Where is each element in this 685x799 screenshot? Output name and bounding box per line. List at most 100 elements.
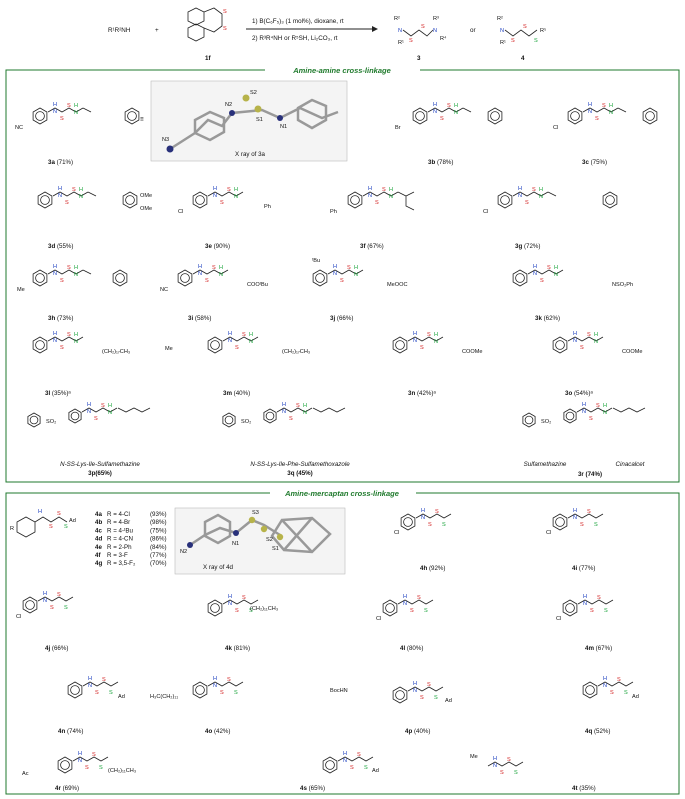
compound-label: 4l (80%) bbox=[400, 645, 423, 652]
nh-hydrogen: H bbox=[249, 332, 253, 338]
svg-text:S: S bbox=[57, 511, 61, 517]
sulfur-atom: S bbox=[589, 416, 593, 422]
compound-label: 3a (71%) bbox=[48, 159, 73, 166]
xray-4d-caption: X ray of 4d bbox=[203, 564, 233, 571]
aryl-ring bbox=[562, 599, 578, 617]
nh-hydrogen: H bbox=[454, 103, 458, 109]
linker-bond bbox=[222, 599, 259, 605]
linker-bond bbox=[567, 513, 604, 519]
linker-bond bbox=[276, 407, 313, 413]
sulfur-atom: S bbox=[242, 332, 246, 338]
linker-bond bbox=[207, 681, 244, 687]
nitrogen-atom: N bbox=[74, 110, 78, 116]
nitrogen-atom: N bbox=[493, 763, 497, 769]
sulfur-atom: S bbox=[67, 265, 71, 271]
sulfur-atom: S bbox=[617, 677, 621, 683]
nitrogen-atom: N bbox=[53, 271, 57, 277]
aromatic-circle bbox=[585, 685, 595, 695]
sulfur-atom: S bbox=[64, 605, 68, 611]
substituent-label: Cl bbox=[178, 209, 183, 215]
nitrogen-atom: N bbox=[603, 683, 607, 689]
sulfur-atom: S bbox=[410, 608, 414, 614]
sulfonyl-label: SO₂ bbox=[241, 419, 251, 425]
nh-hydrogen: H bbox=[421, 508, 425, 514]
nitrogen-atom: N bbox=[518, 193, 522, 199]
aromatic-circle bbox=[555, 340, 565, 350]
compound-label: 4k (81%) bbox=[225, 645, 250, 652]
aromatic-circle bbox=[265, 411, 275, 421]
sulfur-atom: S bbox=[235, 345, 239, 351]
linker-bond bbox=[207, 191, 244, 197]
sulfonyl-label: SO₂ bbox=[541, 419, 551, 425]
aromatic-circle bbox=[395, 340, 405, 350]
sulfur-atom: S bbox=[590, 608, 594, 614]
linker-bond bbox=[327, 269, 364, 275]
sulfur-atom: S bbox=[60, 345, 64, 351]
sulfur-atom: S bbox=[212, 265, 216, 271]
heteroaryl-ring bbox=[222, 412, 236, 428]
product-3-label: 3 bbox=[417, 55, 421, 62]
reaction-scheme: R¹R²NH + S S 1f 1) B(C₆F₅)₃ (1 mol%), di… bbox=[108, 7, 546, 62]
nitrogen-atom: N bbox=[533, 271, 537, 277]
nh-hydrogen: H bbox=[213, 186, 217, 192]
nh-hydrogen: H bbox=[403, 594, 407, 600]
linker-bond bbox=[577, 599, 614, 605]
sulfur-atom: S bbox=[92, 752, 96, 758]
sulfur-atom: S bbox=[587, 332, 591, 338]
tail-ring bbox=[602, 191, 618, 209]
series-substituent: R = 4-ᵗBu bbox=[107, 527, 134, 534]
or-text: or bbox=[470, 27, 476, 34]
nitrogen-atom: N bbox=[53, 109, 57, 115]
compound-label: 3f (67%) bbox=[360, 243, 384, 250]
series-yield: (70%) bbox=[150, 560, 167, 567]
nitrogen-atom: N bbox=[343, 758, 347, 764]
aromatic-circle bbox=[29, 415, 39, 425]
nh-hydrogen: H bbox=[78, 751, 82, 757]
drug-conjugate-name: N-SS-Lys-Ile-Phe-Sulfamethoxazole bbox=[250, 461, 350, 468]
aryl-ring bbox=[177, 269, 193, 287]
compound-label: 3h (73%) bbox=[48, 315, 73, 322]
sulfur-atom: S bbox=[534, 38, 538, 44]
sulfur-atom: S bbox=[65, 200, 69, 206]
linker-bond bbox=[427, 107, 464, 113]
linker-bond bbox=[582, 107, 619, 113]
nh-hydrogen: H bbox=[594, 332, 598, 338]
sulfur-atom: S bbox=[289, 416, 293, 422]
xray-atom-label: S1 bbox=[272, 546, 279, 552]
drug-conjugate-name: Sulfamethazine bbox=[524, 461, 567, 468]
xray-4d-panel: S3 N1 S2 S1 N2 X ray of 4d bbox=[174, 507, 346, 575]
sulfur-atom: S bbox=[624, 690, 628, 696]
adamantyl-label: Ad bbox=[445, 698, 452, 704]
aryl-ring bbox=[192, 681, 208, 699]
aromatic-circle bbox=[315, 273, 325, 283]
aromatic-circle bbox=[570, 111, 580, 121]
series-compound-id: 4g bbox=[95, 560, 102, 567]
aryl-ring bbox=[32, 107, 48, 125]
nh-hydrogen: H bbox=[87, 402, 91, 408]
linker-bond bbox=[512, 191, 549, 197]
tail-bond bbox=[87, 191, 97, 197]
nitrogen-atom: N bbox=[333, 271, 337, 277]
aryl-ring bbox=[567, 107, 583, 125]
methoxy-label: OMe bbox=[140, 193, 152, 199]
sulfur-atom: S bbox=[440, 116, 444, 122]
series-compound-id: 4d bbox=[95, 536, 102, 543]
sulfur-atom: S bbox=[427, 682, 431, 688]
aromatic-circle bbox=[645, 111, 655, 121]
nitrogen-atom: N bbox=[282, 409, 286, 415]
sulfur-atom: S bbox=[57, 592, 61, 598]
nitrogen-atom: N bbox=[228, 338, 232, 344]
nh-hydrogen: H bbox=[573, 508, 577, 514]
series-compound-id: 4e bbox=[95, 544, 102, 551]
nitrogen-atom: N bbox=[74, 272, 78, 278]
nitrogen-atom: N bbox=[403, 601, 407, 607]
